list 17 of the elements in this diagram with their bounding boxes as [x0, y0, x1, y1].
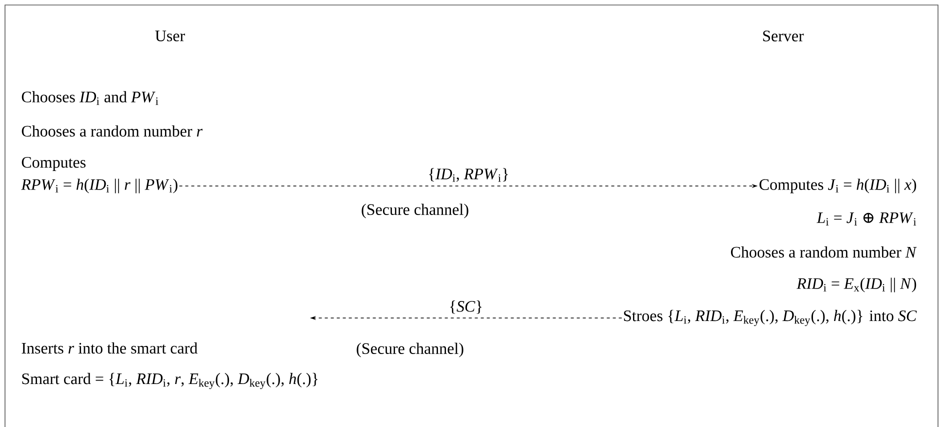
step-text: RPW$_{i}$ = h(ID$_{i}$ || r || PW$_{i}$): [21, 178, 178, 194]
edge-label: {ID$_{i}$, RPW$_{i}$}: [426, 167, 510, 183]
column-heading: Server: [763, 30, 804, 42]
channel-note: (Secure channel): [356, 342, 464, 358]
step-text: Chooses a random number r: [22, 125, 203, 137]
step-text: L$_{i}$ = J$_{i}$ ⊕ RPW$_{i}$: [816, 212, 916, 226]
step-text: RID$_{i}$ = E$_{x}$(ID$_{i}$ || N): [796, 278, 916, 292]
channel-note: (Secure channel): [362, 204, 468, 218]
step-text: Chooses ID$_{i}$ and PW$_{i}$: [22, 91, 158, 105]
step-text: Chooses a random number N: [730, 246, 917, 258]
step-text: Stroes {L$_{i}$, RID$_{i}$, E$_{key}$(.), D$_{key}$(.), h(.)} into SC: [624, 310, 917, 326]
edge-label: {SC}: [448, 300, 484, 315]
step-text: Smart card = {L$_{i}$, RID$_{i}$, r, E$_{key}$(.), D$_{key}$(.), h(.)}: [22, 372, 318, 390]
step-text: Inserts r into the smart card: [22, 342, 198, 354]
step-text: Computes: [22, 157, 86, 171]
step-text: Computes J$_{i}$ = h(ID$_{i}$ || x): [760, 178, 916, 194]
column-heading: User: [155, 30, 185, 42]
